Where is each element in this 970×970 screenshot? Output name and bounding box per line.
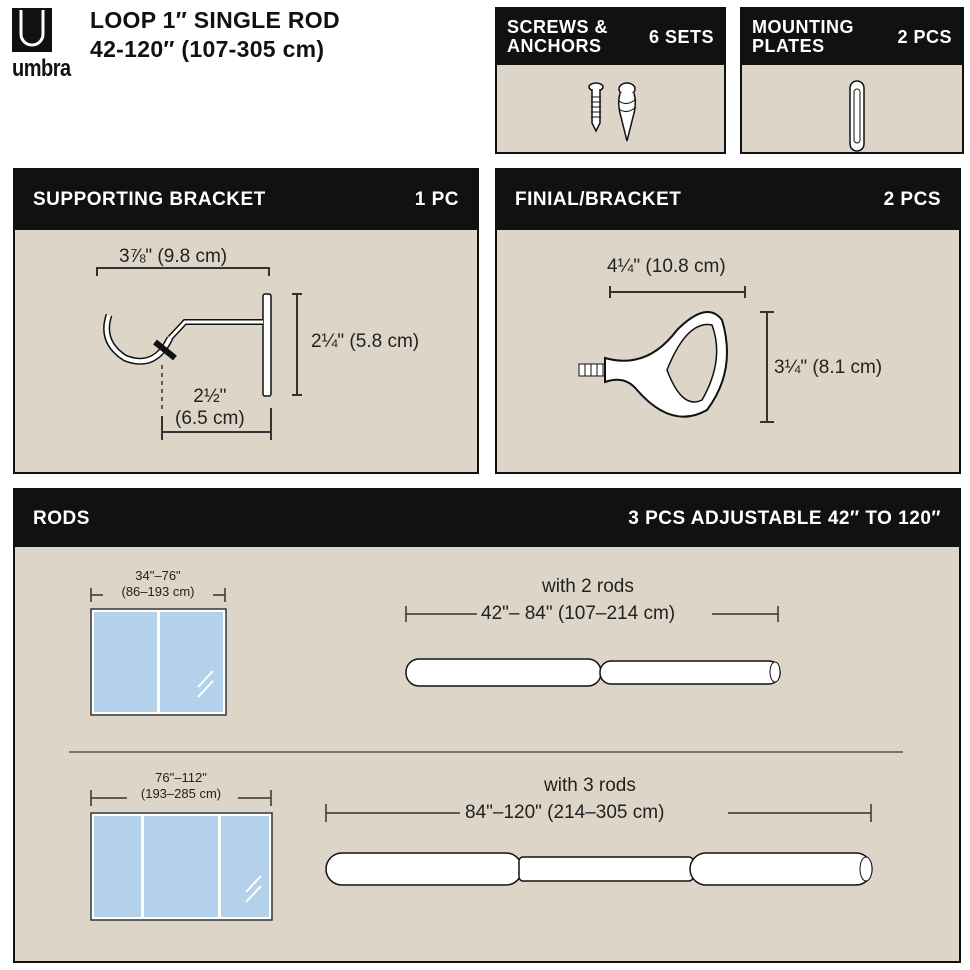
rods-drawing <box>69 588 903 921</box>
finial-height-label: 3¼" (8.1 cm) <box>774 357 883 378</box>
quantity: 1 PC <box>414 189 459 210</box>
rod-segment <box>325 852 523 886</box>
title-line-2: 42-120″ (107-305 cm) <box>90 36 325 62</box>
bracket-width-label: 3⅞" (9.8 cm) <box>119 246 228 267</box>
quantity: 2 PCS <box>897 26 952 47</box>
label: SUPPORTING BRACKET <box>33 189 266 210</box>
window-size-label: 76"–112" (193–285 cm) <box>121 770 241 802</box>
panel-header: SUPPORTING BRACKET 1 PC <box>15 170 477 230</box>
label: SCREWS & <box>507 17 609 37</box>
depth-cm: (6.5 cm) <box>175 408 245 429</box>
finial-bracket-panel: FINIAL/BRACKET 2 PCS 4¼" (10.8 cm) 3¼" (… <box>495 168 961 474</box>
quantity: 3 PCS ADJUSTABLE 42″ TO 120″ <box>628 507 941 529</box>
bracket-height-label: 2¼" (5.8 cm) <box>311 331 420 352</box>
rod-length-label: 42"– 84" (107–214 cm) <box>481 603 676 624</box>
label: MOUNTING <box>752 17 854 37</box>
rod-segment <box>599 660 781 685</box>
mounting-plate-icon <box>849 80 865 152</box>
panel-header: SCREWS &ANCHORS 6 SETS <box>497 9 724 65</box>
window-size-cm: (86–193 cm) <box>121 584 195 599</box>
finial-drawing <box>578 286 774 423</box>
screw-anchor-icon <box>588 82 637 142</box>
rod-length-label: 84"–120" (214–305 cm) <box>465 802 665 823</box>
finial-width-label: 4¼" (10.8 cm) <box>607 256 726 277</box>
quantity: 2 PCS <box>883 189 941 210</box>
umbra-logo: umbra <box>12 6 71 86</box>
label: FINIAL/BRACKET <box>515 189 682 210</box>
rods-panel: RODS 3 PCS ADJUSTABLE 42″ TO 120″ 34"–76… <box>13 488 961 963</box>
label: ANCHORS <box>507 36 602 56</box>
rod-segment <box>518 856 694 882</box>
window-size-cm: (193–285 cm) <box>140 786 222 801</box>
rod-segment <box>405 658 602 687</box>
label: PLATES <box>752 36 825 56</box>
umbra-logo-mark <box>12 8 52 52</box>
screws-anchors-panel: SCREWS &ANCHORS 6 SETS <box>495 7 726 154</box>
window-size-inches: 34"–76" <box>135 568 181 583</box>
bracket-drawing <box>96 267 302 440</box>
panel-header: RODS 3 PCS ADJUSTABLE 42″ TO 120″ <box>15 490 959 547</box>
bracket-depth-label: 2½" (6.5 cm) <box>175 386 245 430</box>
window-size-label: 34"–76" (86–193 cm) <box>98 568 218 600</box>
rod-caption: with 2 rods <box>542 576 634 597</box>
label: RODS <box>33 507 90 529</box>
title-line-1: LOOP 1″ SINGLE ROD <box>90 7 340 33</box>
window-size-inches: 76"–112" <box>155 770 207 785</box>
rod-caption: with 3 rods <box>544 775 636 796</box>
depth-inches: 2½" <box>193 386 227 407</box>
quantity: 6 SETS <box>648 26 714 47</box>
supporting-bracket-panel: SUPPORTING BRACKET 1 PC 3⅞" (9.8 cm) 2¼"… <box>13 168 479 474</box>
product-title: LOOP 1″ SINGLE ROD 42-120″ (107-305 cm) <box>90 6 340 64</box>
logo-text: umbra <box>12 55 71 83</box>
panel-header: FINIAL/BRACKET 2 PCS <box>497 170 959 230</box>
rod-segment <box>689 852 873 886</box>
